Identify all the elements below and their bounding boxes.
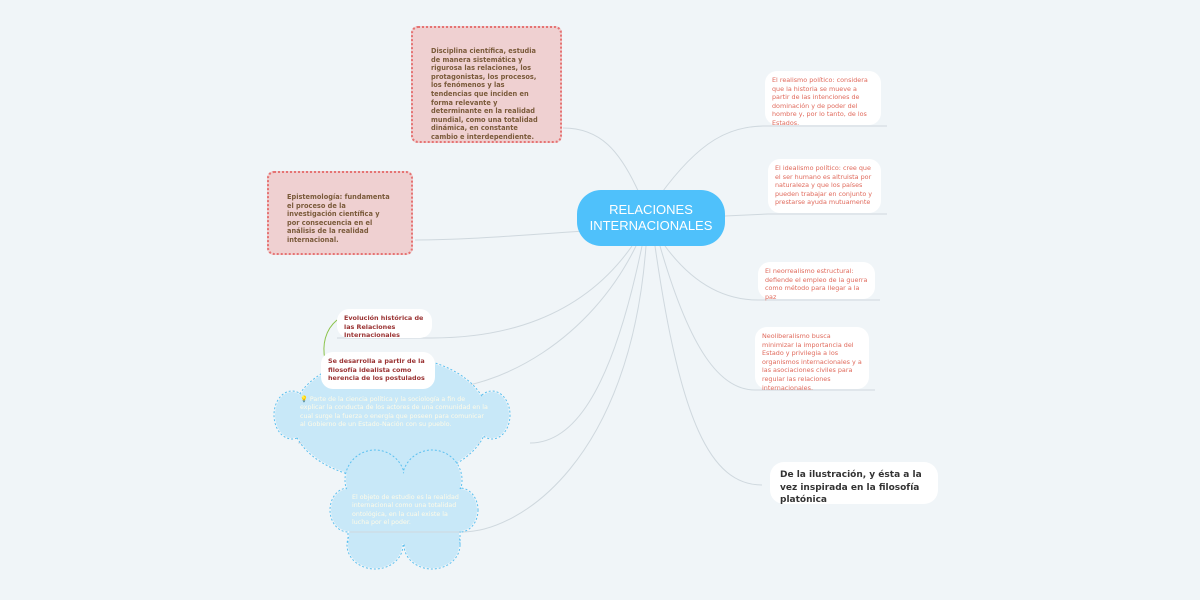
node-neorrealismo[interactable]: El neorrealismo estructural: defiende el…	[758, 262, 875, 301]
link-se-desarrolla	[434, 245, 637, 390]
node-evolucion-text: Evolución histórica de las Relaciones In…	[344, 314, 424, 340]
node-cloud1-text: Parte de la ciencia política y la sociol…	[300, 396, 488, 429]
node-idealismo[interactable]: El idealismo político: cree que el ser h…	[768, 159, 881, 213]
link-cloud1	[529, 245, 643, 444]
link-neorrealismo	[664, 245, 880, 301]
node-idealismo-text: El idealismo político: cree que el ser h…	[775, 164, 873, 207]
link-cloud2	[461, 245, 647, 533]
lightbulb-icon: 💡	[300, 396, 308, 403]
node-cloud2[interactable]: El objeto de estudio es la realidad inte…	[352, 494, 462, 528]
link-neoliberalismo	[659, 245, 875, 391]
node-disciplina[interactable]: Disciplina científica, estudia de manera…	[411, 26, 562, 143]
node-realismo-text: El realismo político: considera que la h…	[772, 76, 868, 127]
node-neoliberalismo[interactable]: Neoliberalismo busca minimizar la import…	[755, 327, 869, 392]
link-evolucion	[431, 245, 633, 339]
node-ilustracion-text: De la ilustración, y ésta a la vez inspi…	[780, 470, 922, 505]
central-topic-label: RELACIONES INTERNACIONALES	[589, 202, 713, 233]
node-cloud1[interactable]: 💡 Parte de la ciencia política y la soci…	[300, 396, 490, 430]
central-topic[interactable]: RELACIONES INTERNACIONALES	[577, 190, 725, 246]
link-realismo	[659, 125, 887, 196]
node-ilustracion[interactable]: De la ilustración, y ésta a la vez inspi…	[770, 462, 938, 505]
node-epistemologia[interactable]: Epistemología: fundamenta el proceso de …	[267, 171, 413, 255]
link-ilustracion	[654, 245, 763, 486]
link-epistemologia	[414, 229, 601, 241]
node-disciplina-text: Disciplina científica, estudia de manera…	[431, 47, 538, 141]
link-disciplina	[562, 127, 641, 196]
node-epistemologia-text: Epistemología: fundamenta el proceso de …	[287, 193, 390, 244]
node-neorrealismo-text: El neorrealismo estructural: defiende el…	[765, 267, 868, 301]
node-realismo[interactable]: El realismo político: considera que la h…	[765, 71, 881, 127]
node-se-desarrolla[interactable]: Se desarrolla a partir de la filosofía i…	[321, 352, 435, 389]
link-idealismo	[724, 213, 887, 217]
node-evolucion[interactable]: Evolución histórica de las Relaciones In…	[337, 309, 432, 340]
node-cloud2-text: El objeto de estudio es la realidad inte…	[352, 494, 459, 527]
node-se-desarrolla-text: Se desarrolla a partir de la filosofía i…	[328, 357, 425, 383]
cloud-shape-2	[329, 449, 479, 570]
node-neoliberalismo-text: Neoliberalismo busca minimizar la import…	[762, 332, 862, 392]
